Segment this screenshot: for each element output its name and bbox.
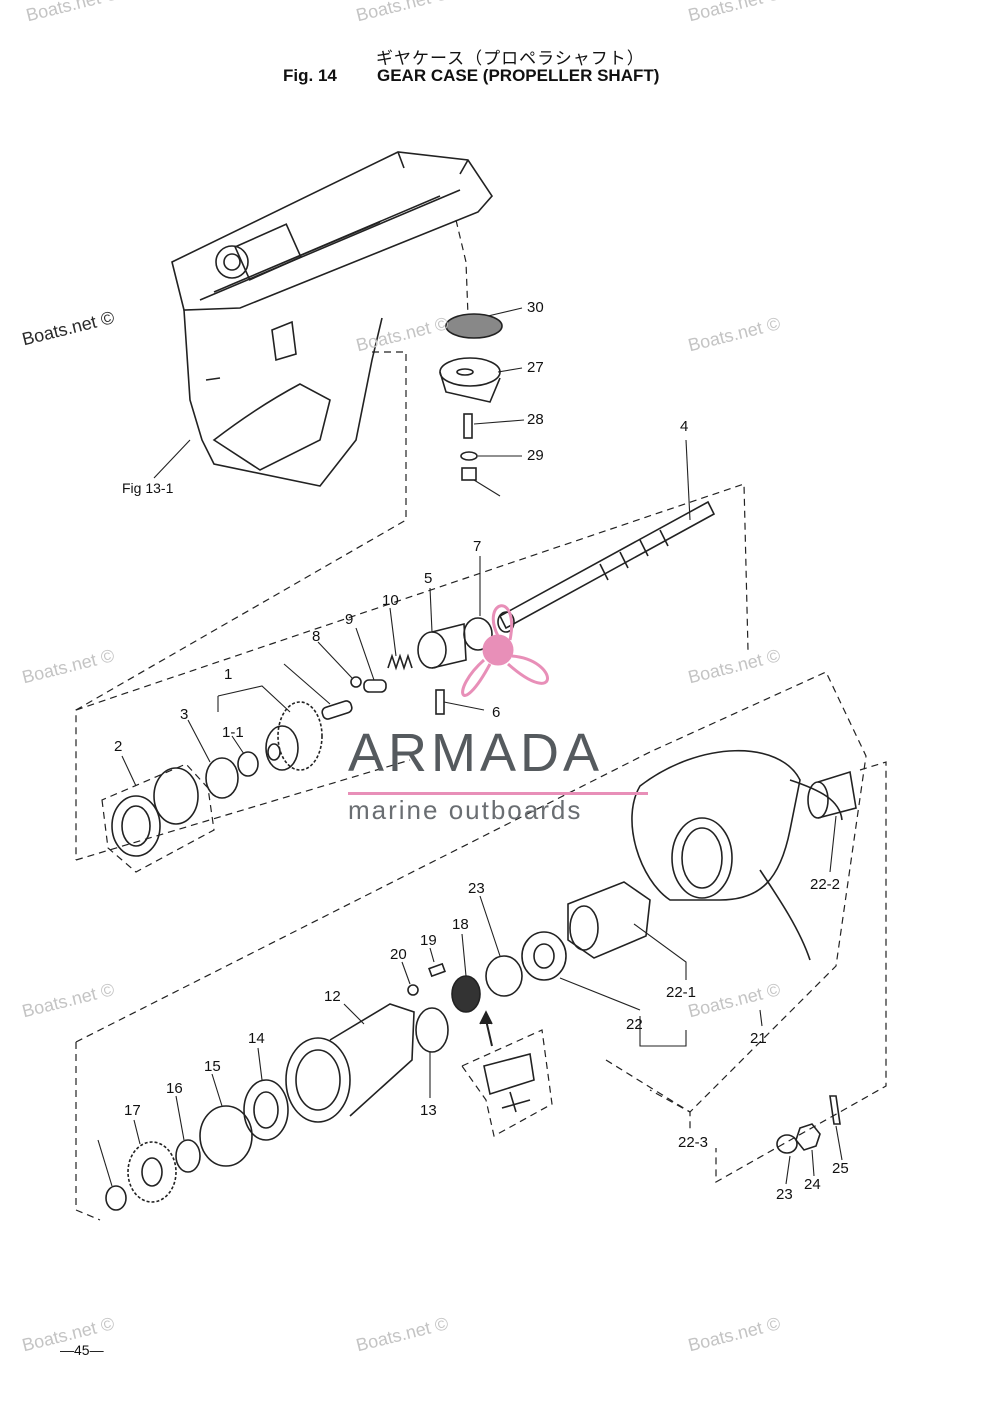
brand-name: ARMADA xyxy=(348,723,604,783)
part-21-washer xyxy=(407,984,419,996)
part-label: 22-3 xyxy=(678,1134,709,1151)
part-5-clutch xyxy=(417,622,467,669)
part-label: 28 xyxy=(527,411,544,428)
part-label: 22-2 xyxy=(810,876,841,893)
part-label: 18 xyxy=(452,916,469,933)
part-label: 4 xyxy=(680,418,689,435)
part-20-bolt xyxy=(428,962,446,978)
part-label: 20 xyxy=(390,946,407,963)
part-22-propeller xyxy=(631,749,843,961)
part-22-3-hub xyxy=(807,770,857,819)
part-label: 10 xyxy=(382,592,399,609)
part-15-o-ring xyxy=(199,1105,253,1167)
part-16-shim xyxy=(175,1139,201,1173)
part-label: 24 xyxy=(804,1176,821,1193)
part-22-2-bushing xyxy=(567,881,651,959)
part-2-bearing xyxy=(111,767,199,857)
part-18-washer xyxy=(105,1185,127,1211)
part-24-nut xyxy=(795,1123,821,1151)
part-label: 21 xyxy=(750,1030,767,1047)
part-27-anode xyxy=(439,357,501,403)
part-label: 7 xyxy=(473,538,482,555)
part-11-spring xyxy=(387,653,413,671)
part-23-spacer xyxy=(485,955,523,997)
part-label: 6 xyxy=(492,704,501,721)
part-label: 17 xyxy=(124,1102,141,1119)
part-label: 22-1 xyxy=(666,984,697,1001)
brand-tagline: marine outboards xyxy=(348,795,583,825)
part-17-reverse-gear xyxy=(127,1141,177,1203)
part-30-nut xyxy=(461,467,477,481)
part-label: 5 xyxy=(424,570,433,587)
part-label: 23 xyxy=(468,880,485,897)
part-28-bolt xyxy=(463,413,473,439)
brand-logo-propeller xyxy=(461,604,549,697)
part-label: 25 xyxy=(832,1160,849,1177)
part-12-bearing-housing xyxy=(285,1003,415,1123)
part-label: 8 xyxy=(312,628,321,645)
part-label: 3 xyxy=(180,706,189,723)
part-14-ball-bearing xyxy=(243,1079,289,1141)
dashed-leaders xyxy=(75,219,887,1221)
part-13-needle-bearing xyxy=(415,1007,449,1053)
part-31-plate xyxy=(445,313,503,339)
part-label: 19 xyxy=(420,932,437,949)
part-26-cotter-pin xyxy=(829,1095,841,1125)
part-19-oil-seal xyxy=(451,975,481,1013)
part-label: 2 xyxy=(114,738,123,755)
part-label: 16 xyxy=(166,1080,183,1097)
part-label: 30 xyxy=(527,299,544,316)
part-22-1-washer xyxy=(521,931,567,981)
part-10-plunger xyxy=(363,679,387,693)
part-8-push-rod xyxy=(321,700,353,720)
part-9-ball xyxy=(350,676,362,688)
tool-inset xyxy=(479,1010,535,1113)
figure-number: Fig. 14 xyxy=(283,66,337,85)
title-english: GEAR CASE (PROPELLER SHAFT) xyxy=(377,66,660,85)
part-label: 14 xyxy=(248,1030,265,1047)
part-4-propeller-shaft xyxy=(497,500,716,633)
part-label: 1-1 xyxy=(222,724,244,741)
gear-case-housing xyxy=(171,151,494,487)
brand-underline xyxy=(348,792,648,795)
part-label: 13 xyxy=(420,1102,437,1119)
part-label: 22 xyxy=(626,1016,643,1033)
part-1-1-bushing xyxy=(237,751,259,777)
part-25-washer xyxy=(776,1134,798,1154)
part-6-pin xyxy=(435,689,445,715)
part-label: 23 xyxy=(776,1186,793,1203)
part-3-shim xyxy=(205,757,239,799)
title-japanese: ギヤケース（プロペラシャフト） xyxy=(376,49,645,69)
page-number: —45— xyxy=(60,1342,104,1358)
part-label: 12 xyxy=(324,988,341,1005)
part-label: 9 xyxy=(345,611,354,628)
part-1-gear xyxy=(265,701,323,771)
part-label: 27 xyxy=(527,359,544,376)
reference-fig-13-1: Fig 13-1 xyxy=(122,480,174,496)
part-label: 15 xyxy=(204,1058,221,1075)
part-29-washer xyxy=(460,451,478,461)
part-label: 1 xyxy=(224,666,233,683)
part-label: 29 xyxy=(527,447,544,464)
label-leaders xyxy=(97,307,843,1187)
